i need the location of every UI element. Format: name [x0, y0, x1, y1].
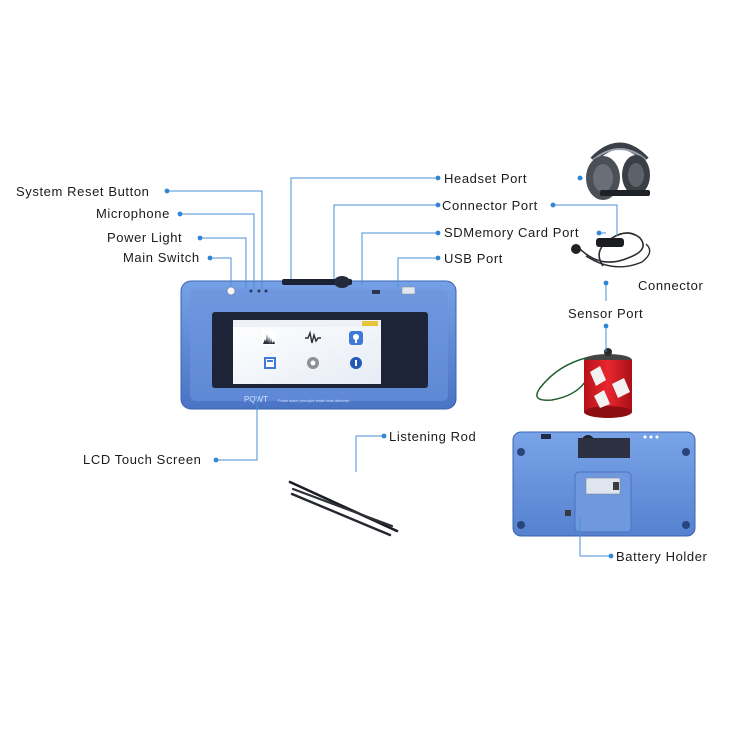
label-connector-port: Connector Port — [442, 198, 538, 213]
listening-rod-image — [288, 480, 399, 537]
label-connector: Connector — [638, 278, 704, 293]
label-main-switch: Main Switch — [123, 250, 200, 265]
label-battery-holder: Battery Holder — [616, 549, 708, 564]
label-power-light: Power Light — [107, 230, 183, 245]
label-headset-port: Headset Port — [444, 171, 528, 186]
label-sensor-port: Sensor Port — [568, 306, 644, 321]
back-device — [512, 431, 696, 537]
brand-text: PQWT — [244, 395, 268, 404]
label-microphone: Microphone — [96, 206, 170, 221]
label-sdmemory-card-port: SDMemory Card Port — [444, 225, 580, 240]
device-subtitle: Pulse wave principle water leak detector — [278, 398, 350, 403]
main-switch-button — [226, 286, 236, 296]
front-device: PQWT Pulse wave principle water leak det… — [180, 276, 457, 410]
label-system-reset-button: System Reset Button — [16, 184, 150, 199]
label-lcd-touch-screen: LCD Touch Screen — [83, 452, 202, 467]
label-listening-rod: Listening Rod — [389, 429, 477, 444]
leader-lines — [167, 177, 618, 557]
sensor-image — [536, 348, 632, 418]
label-usb-port: USB Port — [444, 251, 503, 266]
headset-image — [586, 142, 650, 200]
screen-app-icons — [262, 330, 363, 369]
leader-dots — [164, 175, 614, 559]
connector-cable-image — [571, 232, 651, 268]
